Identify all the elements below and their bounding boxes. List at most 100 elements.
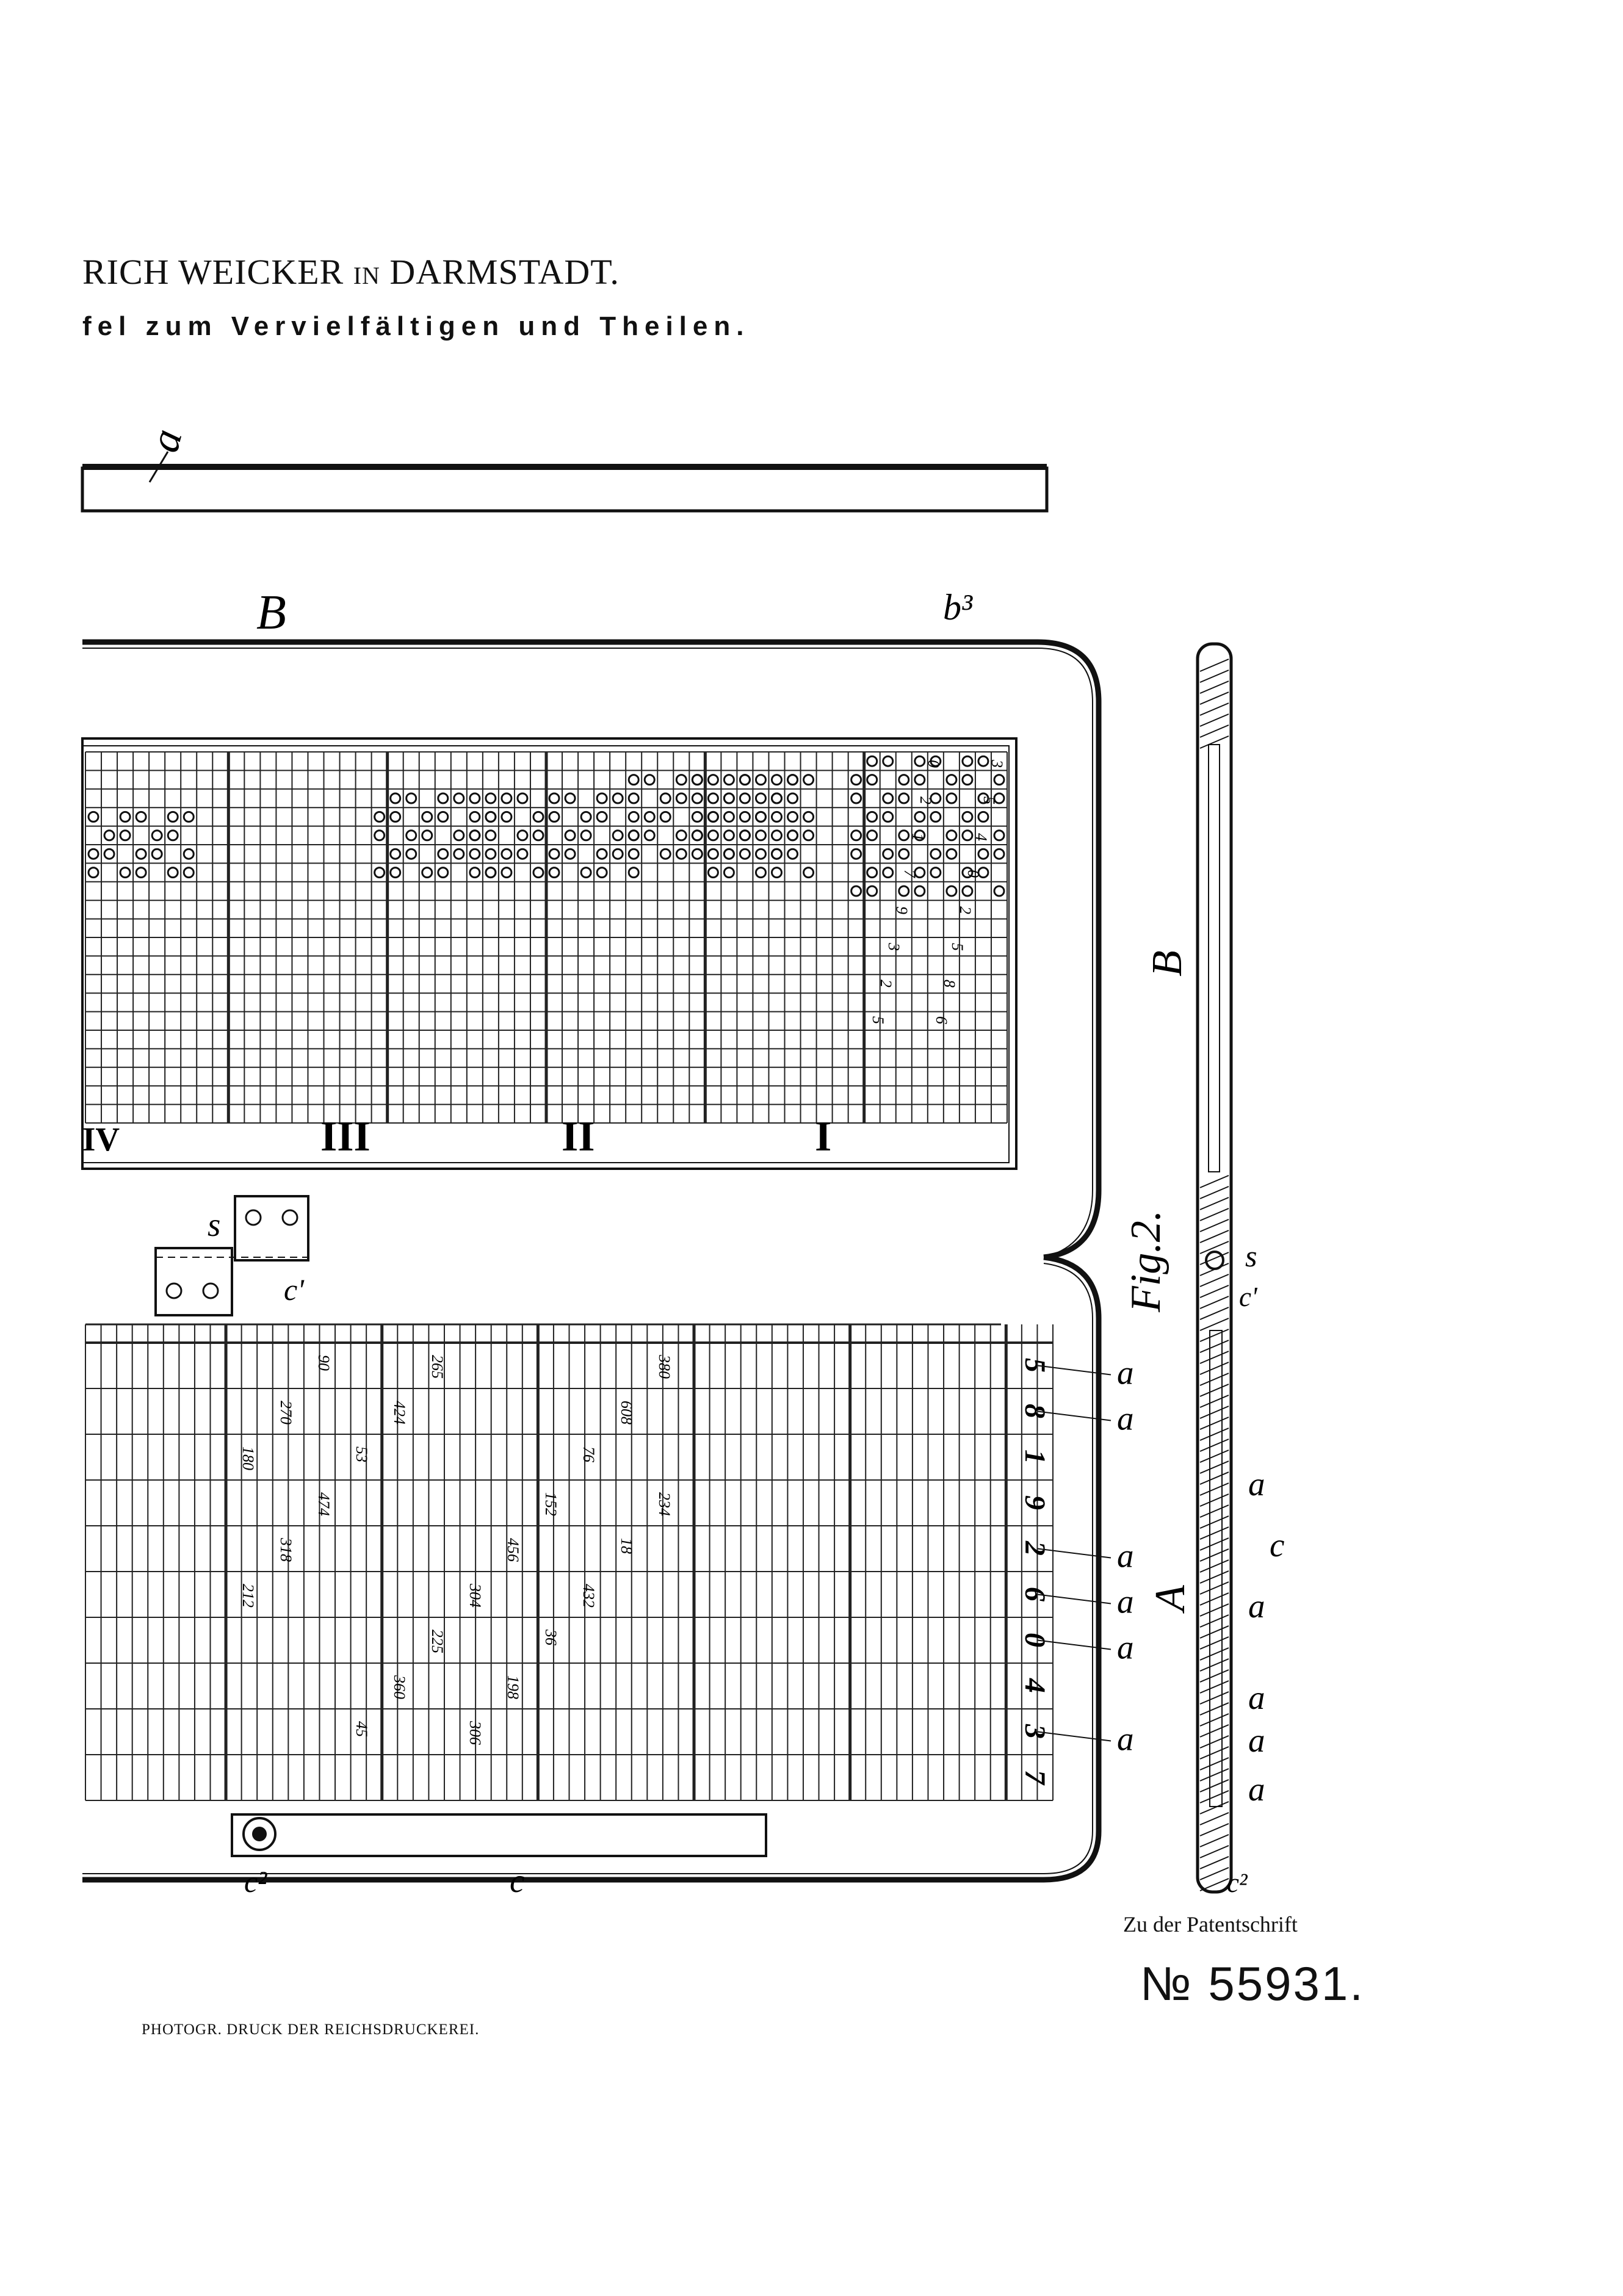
hole-dot	[627, 829, 640, 842]
upper-value: 5	[949, 943, 966, 951]
hole-dot	[501, 867, 513, 879]
hole-dot	[612, 829, 624, 842]
hole-dot	[961, 755, 974, 767]
hole-dot	[961, 885, 974, 897]
lower-value: 234	[656, 1492, 673, 1516]
hole-dot	[961, 829, 974, 842]
hole-dot	[453, 829, 465, 842]
right-digit: 6	[1019, 1587, 1051, 1601]
hole-dot	[866, 774, 878, 786]
hole-dot	[437, 848, 449, 860]
lower-value: 36	[542, 1629, 560, 1645]
roman-ii: II	[562, 1113, 595, 1160]
hole-dot	[87, 848, 99, 860]
hole-dot	[898, 774, 910, 786]
hole-dot	[564, 829, 576, 842]
label-fig-a4: a	[1248, 1722, 1265, 1759]
hole-dot	[659, 848, 671, 860]
hole-dot	[103, 848, 115, 860]
hole-dot	[723, 867, 735, 879]
hole-dot	[627, 774, 640, 786]
hole-dot	[739, 792, 751, 804]
lower-value: 608	[618, 1401, 635, 1424]
upper-value: 0	[925, 760, 942, 768]
hole-dot	[659, 792, 671, 804]
hole-dot	[930, 867, 942, 879]
patent-number: № 55931.	[1140, 1957, 1365, 2010]
hole-dot	[707, 867, 719, 879]
hole-dot	[898, 848, 910, 860]
right-digit: 9	[1019, 1495, 1051, 1510]
hole-dot	[485, 810, 497, 823]
section-hatching	[1199, 659, 1229, 1891]
hole-dot	[771, 848, 783, 860]
hole-dot	[754, 792, 767, 804]
hole-dot	[405, 792, 417, 804]
upper-value: 6	[933, 1016, 950, 1024]
label-b3: b³	[943, 587, 973, 627]
hole-dot	[374, 867, 386, 879]
hole-dot	[993, 792, 1005, 804]
hole-dot	[930, 755, 942, 767]
upper-value: 2	[917, 796, 934, 804]
hole-dot	[389, 792, 402, 804]
hole-dot	[787, 792, 799, 804]
upper-value: 4	[972, 833, 990, 841]
hole-dot	[87, 867, 99, 879]
document-title: fel zum Vervielfältigen und Theilen.	[82, 311, 750, 341]
hole-dot	[564, 848, 576, 860]
hole-dot	[596, 867, 608, 879]
hole-dot	[882, 867, 894, 879]
upper-value: 2	[877, 980, 895, 987]
board-a: 3806087615245630422536045902701802341843…	[82, 1254, 1102, 1883]
hole-dot	[643, 829, 656, 842]
hole-dot	[596, 810, 608, 823]
label-fig-a3: a	[1248, 1679, 1265, 1716]
hole-dot	[850, 792, 862, 804]
lower-grid	[85, 1323, 1054, 1801]
hole-dot	[707, 829, 719, 842]
hole-dot	[501, 792, 513, 804]
hole-dot	[564, 792, 576, 804]
upper-value: 3	[988, 759, 1006, 768]
hole-dot	[485, 848, 497, 860]
label-a: a	[140, 424, 191, 457]
upper-value: 0	[964, 870, 982, 878]
hole-dot	[167, 810, 179, 823]
lower-value: 474	[315, 1492, 333, 1516]
label-c: c	[510, 1862, 524, 1899]
hole-dot	[548, 848, 560, 860]
lower-value: 380	[656, 1354, 673, 1379]
hole-dot	[723, 774, 735, 786]
hole-dot	[961, 774, 974, 786]
hole-dot	[866, 885, 878, 897]
hole-dot	[516, 848, 529, 860]
hole-dot	[389, 848, 402, 860]
hole-dot	[945, 885, 958, 897]
hole-dot	[119, 810, 131, 823]
hole-dot	[691, 792, 703, 804]
lower-value: 212	[239, 1584, 257, 1608]
hole-dot	[930, 792, 942, 804]
hole-dot	[627, 848, 640, 860]
lower-value: 360	[391, 1675, 408, 1699]
hole-dot	[675, 848, 687, 860]
label-fig-c1: c'	[1239, 1282, 1258, 1312]
label-fig-a1: a	[1248, 1465, 1265, 1503]
hole-dot	[723, 810, 735, 823]
hole-dot	[977, 867, 989, 879]
hole-dot	[882, 792, 894, 804]
hole-dot	[374, 810, 386, 823]
lower-value: 198	[504, 1675, 522, 1699]
hole-dot	[945, 792, 958, 804]
hole-dot	[723, 792, 735, 804]
hole-dot	[882, 810, 894, 823]
right-digit: 0	[1019, 1633, 1051, 1647]
hole-dot	[754, 829, 767, 842]
hole-dot	[754, 867, 767, 879]
upper-grid	[85, 751, 1008, 1124]
hole-dot	[993, 774, 1005, 786]
label-fig-c: c	[1270, 1526, 1284, 1564]
hole-dot	[643, 810, 656, 823]
